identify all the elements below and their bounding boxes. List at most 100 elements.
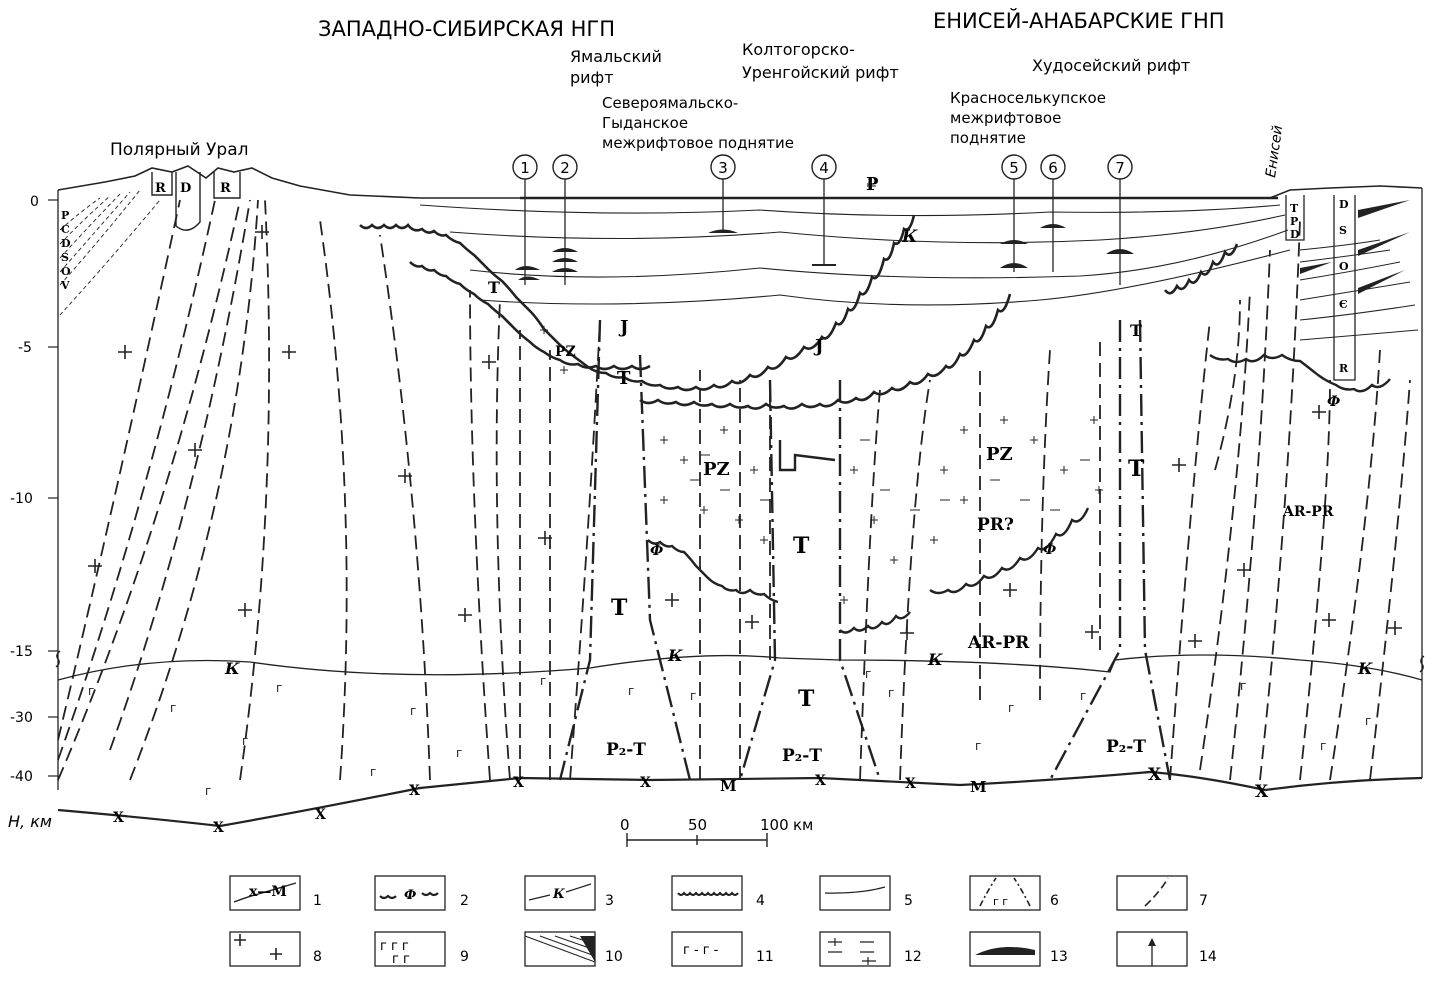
sediment-layers	[419, 204, 1291, 306]
label-t-small: Т	[617, 368, 631, 389]
label-moho-x6: Х	[640, 775, 651, 791]
ural-blocks: R D R	[151, 172, 241, 231]
label-pr-question: PR?	[977, 515, 1014, 535]
basalt-mark: г	[1080, 689, 1086, 703]
legend-number-9: 9	[460, 949, 469, 965]
legend-symbol-fundament: Ф	[404, 888, 416, 903]
title-yenisei-anabar: ЕНИСЕЙ-АНАБАРСКИЕ ГНП	[933, 8, 1225, 33]
depth-tick-0: 0	[30, 194, 39, 210]
legend-number-13: 13	[1050, 949, 1068, 965]
label-koltog-2: Уренгойский рифт	[742, 63, 899, 82]
surface-line	[57, 165, 1423, 199]
depth-tick-5: -5	[18, 340, 32, 356]
well-1-number: 1	[520, 159, 530, 177]
legend-item-9: г г г г г 9	[374, 931, 469, 967]
label-k-deep-2: К	[667, 646, 683, 665]
strat-left-v: V	[60, 279, 70, 292]
label-pz-1: PZ	[555, 344, 576, 360]
legend-number-2: 2	[460, 893, 469, 909]
basalt-mark: г	[540, 674, 546, 688]
label-pz-3: PZ	[986, 444, 1013, 465]
scale-tick-0: 0	[620, 816, 630, 834]
label-moho-x3: Х	[315, 807, 326, 823]
strat-right-d1: D	[1290, 228, 1300, 241]
legend-item-13: 13	[969, 931, 1068, 967]
well-5-number: 5	[1009, 159, 1019, 177]
scale-unit: км	[793, 816, 813, 834]
legend-number-3: 3	[605, 893, 614, 909]
legend-number-11: 11	[756, 949, 774, 965]
label-p2t-3: P₂-Т	[1106, 737, 1146, 757]
legend-symbol-moho: х—М	[249, 884, 287, 900]
legend-item-7: 7	[1116, 875, 1208, 911]
label-paleogene: ₽	[866, 174, 879, 195]
basalt-mark: г	[456, 746, 462, 760]
label-cretaceous-upper: К	[901, 227, 918, 247]
label-phi-1: Ф	[650, 543, 663, 559]
basalt-mark: г	[690, 689, 696, 703]
strat-left-o: O	[61, 265, 71, 278]
legend-item-6: г г 6	[969, 875, 1059, 911]
conrad-boundary	[57, 654, 1423, 681]
strat-right-p: P	[1290, 215, 1298, 228]
strat-left-c: C	[61, 223, 70, 236]
basalt-mark: г	[410, 704, 416, 718]
basalt-mark: г	[1240, 679, 1246, 693]
legend-symbol-volcanic: г - г -	[683, 943, 719, 958]
granite-symbols	[88, 225, 1402, 648]
legend-number-14: 14	[1199, 949, 1217, 965]
basalt-mark: г	[276, 681, 282, 695]
basalt-mark: г	[170, 701, 176, 715]
label-nyamal-3: межрифтовое поднятие	[602, 134, 794, 152]
basalt-mark: г	[865, 667, 871, 681]
label-moho-x2: Х	[213, 820, 224, 836]
scale-tick-50: 50	[688, 816, 707, 834]
label-krasnosel-3: поднятие	[950, 129, 1026, 147]
legend-number-4: 4	[756, 893, 765, 909]
legend-item-5: 5	[819, 875, 913, 911]
well-3: 3	[708, 154, 738, 233]
label-nyamal-2: Гыданское	[602, 114, 688, 132]
legend-number-6: 6	[1050, 893, 1059, 909]
label-moho-x5: Х	[513, 775, 524, 791]
label-yamal-rift-1: Ямальский	[570, 47, 662, 66]
depth-tick-40: -40	[10, 769, 33, 785]
label-ural-r2: R	[220, 181, 231, 196]
label-k-deep-4: К	[1357, 659, 1373, 678]
legend-item-3: К 3	[524, 875, 614, 911]
basalt-mark: г	[1008, 701, 1014, 715]
basalt-mark: г	[628, 684, 634, 698]
label-phi-2: Ф	[1043, 542, 1056, 558]
rift-lines	[558, 319, 1172, 781]
legend-basalt-mark: г г г	[380, 939, 409, 954]
label-yamal-rift-2: рифт	[570, 68, 614, 87]
legend-number-7: 7	[1199, 893, 1208, 909]
well-4-number: 4	[819, 159, 829, 177]
well-6-number: 6	[1048, 159, 1058, 177]
label-t-right1: Т	[1130, 321, 1142, 340]
label-moho-x10: Х	[1255, 782, 1269, 802]
label-k-deep-1: К	[224, 659, 240, 678]
legend-number-5: 5	[904, 893, 913, 909]
legend-item-2: Ф 2	[374, 875, 469, 911]
legend-number-12: 12	[904, 949, 922, 965]
depth-tick-15: -15	[10, 644, 33, 660]
depth-tick-10: -10	[10, 491, 33, 507]
legend-item-8: 8	[229, 931, 322, 967]
strat-left-d: D	[61, 237, 71, 250]
label-p2t-2: P₂-Т	[782, 746, 822, 766]
basalt-mark: г	[242, 734, 248, 748]
label-p2t-1: P₂-Т	[606, 740, 646, 760]
strat-left-p: P	[61, 209, 69, 222]
label-pz-2: PZ	[703, 459, 730, 480]
label-ar-pr-2: AR-PR	[1282, 504, 1334, 520]
scale-bar: 0 50 100 км	[620, 816, 813, 847]
geological-units: ₽ К J J PZ PZ PZ Т Т Т Т Т Т Т PR? AR-PR…	[113, 174, 1373, 836]
basalt-mark: г	[205, 784, 211, 798]
label-ural-d: D	[180, 181, 191, 196]
basalt-symbols: г г г г г г г г г г г г г г г г г г г	[88, 667, 1371, 798]
well-4: 4	[811, 154, 837, 266]
section-frame	[55, 188, 1425, 790]
basalt-mark: г	[975, 739, 981, 753]
